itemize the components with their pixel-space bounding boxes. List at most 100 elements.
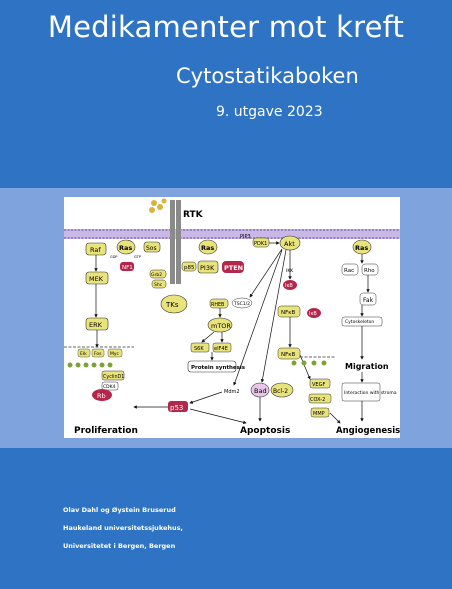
pi3k-node — [197, 260, 219, 274]
sos-label: Sos — [146, 245, 157, 252]
apoptosis-label: Apoptosis — [240, 426, 290, 436]
grb2-node — [149, 269, 167, 279]
rac-label: Rac — [344, 268, 354, 274]
mek-node — [85, 271, 109, 285]
book-subtitle: Cytostatikaboken — [176, 64, 359, 88]
interaction-label: Interaction with stroma — [344, 390, 397, 396]
tsc-label: TSC1/2 — [233, 301, 250, 307]
nfkb-label: NFκB — [281, 310, 296, 316]
migration-label: Migration — [345, 362, 389, 371]
rtk-label: RTK — [183, 210, 204, 220]
cyclind1-node — [101, 370, 125, 381]
nf1-node — [120, 262, 134, 271]
mtor-label: mTOR — [211, 322, 231, 330]
eif4e-label: eIF4E — [214, 346, 228, 352]
akt-label: Akt — [284, 240, 295, 248]
book-edition: 9. utgave 2023 — [216, 104, 323, 120]
ras-label-right: Ras — [355, 244, 368, 252]
mmp-label: MMP — [313, 411, 325, 417]
ikb-label-degraded: IκB — [309, 311, 317, 317]
fos-node — [91, 348, 105, 358]
gtp-label: GTP — [134, 255, 141, 259]
ras-label-left: Ras — [119, 244, 132, 252]
gdp-label: GDP — [110, 255, 118, 259]
angiogenesis-label: Angiogenesis — [336, 426, 400, 436]
shc-label: Shc — [154, 282, 163, 288]
signaling-pathway-figure: RTK Raf Ras Sos GDP GTP NF1 MEK ERK Grb2… — [64, 197, 400, 438]
cell-membrane — [64, 229, 400, 239]
gene-promoter-dots — [67, 360, 327, 368]
ras-node-center — [198, 239, 218, 255]
rtk-receptor-right — [176, 200, 181, 284]
tsc-node — [231, 297, 253, 309]
pdk1-node — [252, 237, 270, 248]
ikb-label: IκB — [285, 283, 293, 289]
interaction-box — [341, 382, 381, 402]
protein-synthesis-label: Protein synthesis — [191, 365, 246, 371]
s6k-label: S6K — [194, 346, 204, 352]
erk-label: ERK — [89, 321, 103, 329]
rho-label: Rho — [364, 268, 375, 274]
elk-label: Elk — [80, 351, 87, 357]
shc-node — [151, 279, 167, 289]
bcl2-label: Bcl-2 — [273, 388, 288, 395]
rb-node — [92, 389, 112, 401]
s6k-node — [190, 342, 210, 353]
pten-label: PTEN — [224, 264, 243, 272]
p53-node — [168, 401, 188, 412]
cdk4-label: CDK4 — [103, 384, 116, 390]
institution-line-2: Universitetet i Bergen, Bergen — [63, 542, 176, 550]
institution-line-1: Haukeland universitetssjukehus, — [63, 524, 183, 532]
nfkb-node-nuclear — [277, 347, 301, 360]
raf-label: Raf — [90, 246, 101, 254]
mdm2-label: Mdm2 — [224, 389, 240, 395]
ligand-dot — [151, 200, 157, 206]
cytoskeleton-label: Cytoskeleton — [345, 319, 374, 325]
p53-label: p53 — [170, 404, 183, 412]
ligand-dot — [161, 198, 167, 204]
mtor-node — [207, 317, 233, 333]
mmp-node — [310, 407, 330, 418]
authors: Olav Dahl og Øystein Bruserud — [63, 506, 176, 514]
p85-label: p85 — [184, 265, 195, 271]
ligand-dot — [157, 204, 163, 210]
proliferation-label: Proliferation — [74, 426, 138, 436]
nfkb-node — [277, 305, 301, 318]
nfkb-label-nuclear: NFκB — [281, 352, 296, 358]
pdk1-label: PDK1 — [254, 241, 267, 247]
mek-label: MEK — [89, 275, 104, 283]
sos-node — [143, 241, 161, 253]
fos-label: Fos — [94, 351, 102, 357]
cox2-node — [308, 393, 332, 404]
pathway-diagram: RTK Raf Ras Sos GDP GTP NF1 MEK ERK Grb2… — [64, 198, 400, 436]
fak-node — [359, 292, 377, 306]
tks-label: TKs — [165, 301, 179, 309]
fak-label: Fak — [363, 297, 374, 304]
ras-node-left — [116, 239, 136, 255]
bad-label: Bad — [254, 387, 267, 395]
book-title: Medikamenter mot kreft — [47, 10, 405, 44]
p85-node — [181, 261, 197, 272]
rheb-node — [209, 298, 229, 309]
cox2-label: COX-2 — [310, 397, 325, 403]
protein-synthesis-box — [187, 360, 237, 373]
pi3k-label: PI3K — [200, 264, 215, 272]
vegf-node — [309, 378, 331, 389]
ras-label-center: Ras — [201, 244, 214, 252]
nf1-label: NF1 — [122, 265, 133, 271]
ligand-dot — [149, 207, 155, 213]
rtk-receptor-left — [170, 200, 175, 284]
tks-node — [160, 294, 188, 314]
cyclind1-label: CyclinD1 — [103, 374, 124, 380]
myc-node — [107, 348, 123, 358]
cdk4-node — [101, 381, 119, 391]
rho-node — [361, 263, 379, 276]
ikb-node-degraded — [307, 308, 321, 318]
rac-node — [341, 263, 359, 276]
cover-bottom-panel — [0, 448, 452, 589]
cover-top-panel — [0, 0, 452, 188]
pip3-label: PIP3 — [240, 234, 251, 240]
rb-label: Rb — [97, 392, 106, 400]
bcl2-node — [270, 382, 294, 398]
grb2-label: Grb2 — [151, 272, 162, 278]
